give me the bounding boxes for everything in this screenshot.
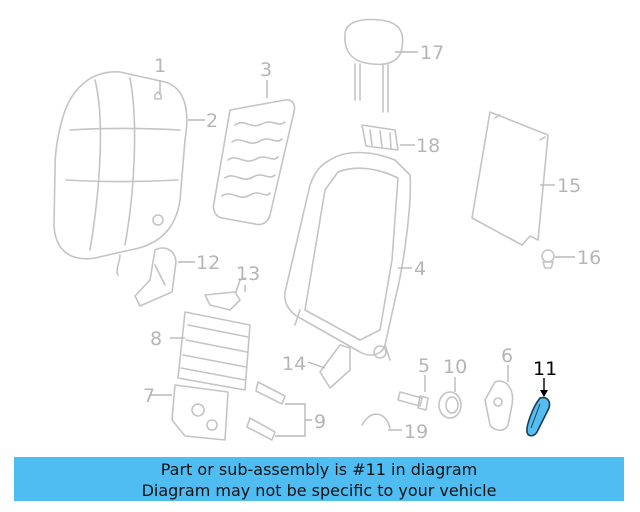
parts-diagram: 1 2 3 4 5 6 7 8 9 10 11 12 13 14 15 16 1… [53,18,601,443]
recliner-cover [484,380,514,432]
back-panel [471,111,549,246]
callout-2: 2 [206,110,218,132]
banner-line-1: Part or sub-assembly is #11 in diagram [160,460,478,479]
callout-5: 5 [418,355,430,377]
seat-back-frame [284,151,412,361]
side-bracket [319,344,351,389]
info-banner: Part or sub-assembly is #11 in diagram D… [14,457,624,501]
callout-1: 1 [154,55,166,77]
callout-18: 18 [416,135,440,157]
callout-17: 17 [420,42,444,64]
callout-11: 11 [533,358,557,380]
callout-10: 10 [443,356,467,378]
callout-7: 7 [143,385,155,407]
callout-4: 4 [414,258,426,280]
leader-lines [150,51,575,437]
callout-8: 8 [150,328,162,350]
banner-line-2: Diagram may not be specific to your vehi… [141,481,497,500]
callout-6: 6 [501,345,513,367]
headrest-guide [361,124,399,151]
seat-wire [361,413,391,429]
callout-9: 9 [314,411,326,433]
callout-16: 16 [577,247,601,269]
seat-back-cushion [53,71,188,276]
nut [438,391,462,419]
highlighted-part-11[interactable] [526,396,551,437]
callout-19: 19 [404,421,428,443]
lumbar-mechanism [171,384,229,441]
callout-3: 3 [260,59,272,81]
foam-pad [212,99,296,226]
lever-bracket [204,277,247,311]
bolt [397,391,429,411]
lumbar-support [177,311,251,391]
callout-13: 13 [236,263,260,285]
trim-pin [154,91,162,100]
callout-14: 14 [282,353,306,375]
side-cover [134,247,177,307]
callout-15: 15 [557,175,581,197]
callout-numbers: 1 2 3 4 5 6 7 8 9 10 11 12 13 14 15 16 1… [143,42,601,443]
headrest [344,18,404,113]
lumbar-actuators [246,381,286,441]
panel-clip [541,249,555,269]
callout-12: 12 [196,252,220,274]
